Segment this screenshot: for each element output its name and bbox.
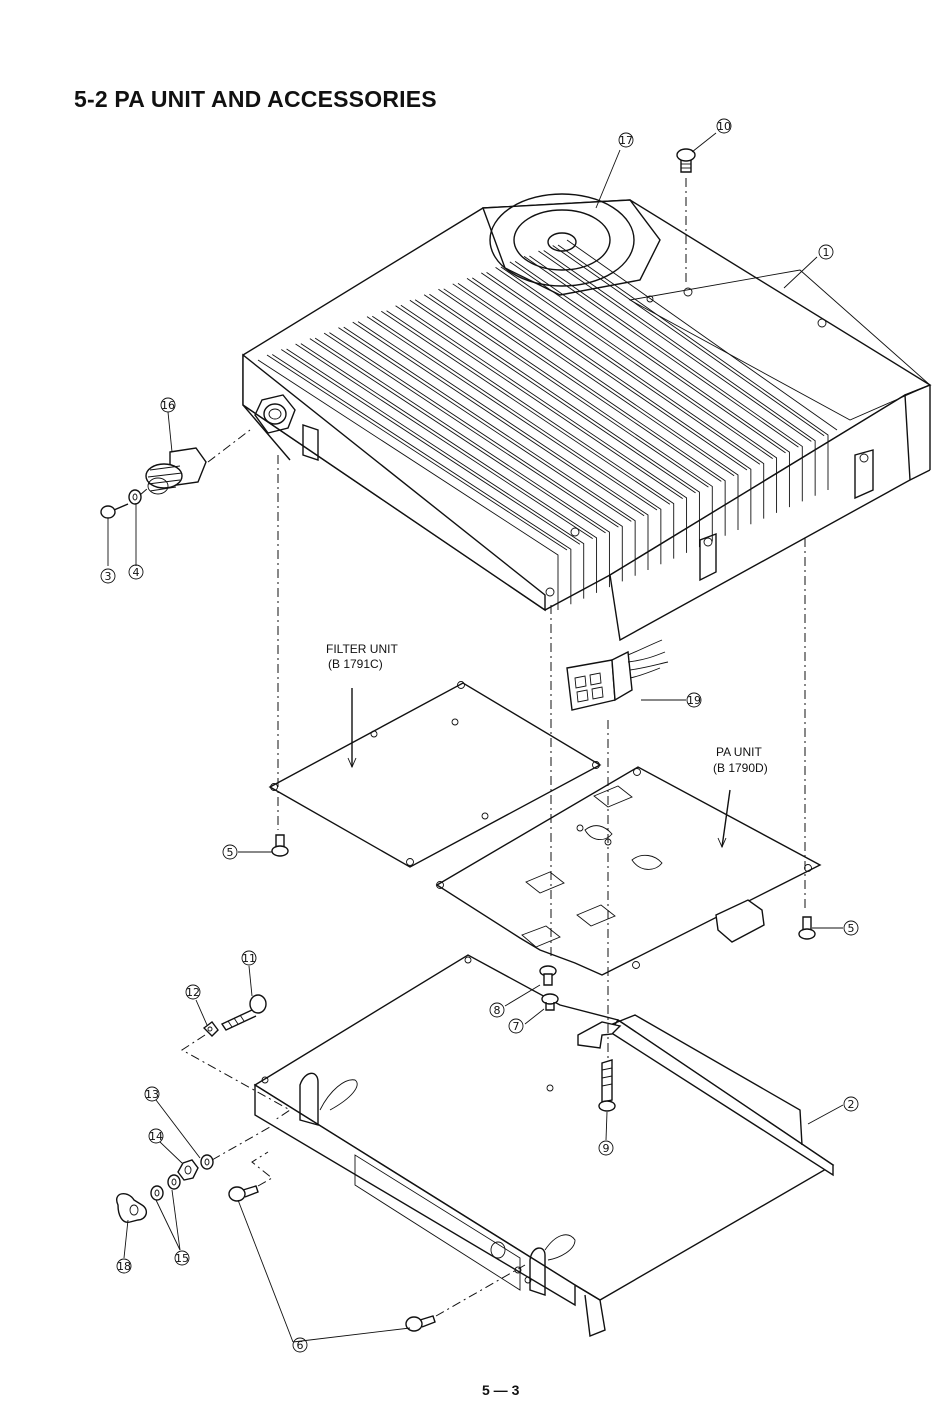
heatsink-fin (429, 288, 722, 542)
callout-text: 9 (603, 1142, 610, 1155)
callout-text: 18 (117, 1260, 131, 1273)
callout-text: 15 (175, 1252, 189, 1265)
callout-group: 17 10 1 16 3 4 5 5 19 11 12 8 7 13 2 14 … (100, 118, 859, 1353)
callout-11: 11 (241, 950, 257, 966)
filter-unit-code: (B 1791C) (328, 657, 383, 671)
callout-text: 17 (619, 134, 633, 147)
callout-13: 13 (144, 1086, 160, 1102)
callout-4: 4 (128, 564, 144, 580)
callout-6: 7 (508, 1018, 524, 1034)
heatsink-fin (257, 354, 568, 610)
callout-15: 15 (174, 1250, 190, 1266)
callout-5-right: 5 (843, 920, 859, 936)
callout-17: 16 (160, 397, 176, 413)
heatsink-fin (272, 349, 581, 605)
screw-10 (676, 148, 696, 173)
filter-unit-board (268, 681, 602, 868)
heatsink-fin (514, 256, 799, 508)
screw-3 (100, 503, 129, 519)
leader-lines (107, 132, 844, 1343)
callout-7: 8 (489, 1002, 505, 1018)
heatsink-fin (543, 245, 825, 496)
callout-text: 16 (161, 399, 175, 412)
assembly-lines (139, 178, 806, 1317)
callout-text: 5 (227, 846, 234, 859)
washer-4 (128, 489, 142, 505)
heatsink-fin (300, 338, 606, 593)
washer-13 (200, 1154, 214, 1170)
heatsink-fin (343, 321, 645, 576)
washers-15 (150, 1174, 181, 1201)
screw-6-7 (539, 965, 559, 1011)
clip-9 (577, 1021, 622, 1112)
callout-text: 10 (717, 120, 731, 133)
heatsink-fin (414, 294, 709, 548)
coax-connector (145, 447, 207, 495)
callout-text: 7 (513, 1020, 520, 1033)
screw-11 (220, 994, 267, 1031)
callout-text: 13 (145, 1088, 159, 1101)
pa-unit-label: PA UNIT (716, 745, 762, 759)
heatsink-fin (386, 305, 683, 559)
heatsink-fin (486, 267, 773, 519)
mounting-bracket (253, 954, 835, 1337)
callout-text: 19 (687, 694, 701, 707)
screws-8 (228, 1185, 436, 1332)
callout-16: 18 (116, 1258, 132, 1274)
screw-5-right (798, 916, 816, 940)
heatsink-fin (557, 239, 838, 490)
heatsink-fin (400, 299, 696, 553)
callout-8: 6 (292, 1337, 308, 1353)
heatsink-fin (372, 310, 671, 565)
callout-text: 3 (105, 570, 112, 583)
pa-unit-board (435, 766, 822, 976)
heatsink-fin (500, 261, 786, 513)
callout-text: 5 (848, 922, 855, 935)
heatsink-fin (472, 272, 761, 525)
pa-chassis (242, 193, 932, 642)
callout-text: 2 (848, 1098, 855, 1111)
page-number: 5 — 3 (482, 1382, 520, 1398)
heatsink-fin (457, 277, 748, 530)
filter-unit-label: FILTER UNIT (326, 642, 398, 656)
screw-5-left (271, 834, 289, 857)
callout-text: 12 (186, 986, 200, 999)
heatsink-fin (286, 343, 593, 599)
callout-18: 17 (618, 132, 634, 148)
callout-text: 4 (133, 566, 140, 579)
callout-12: 12 (185, 984, 201, 1000)
callout-10: 10 (716, 118, 732, 134)
heatsink-fin (443, 283, 735, 536)
heatsink-fin (314, 332, 619, 588)
wing-nut-16 (116, 1193, 148, 1223)
nut-14 (177, 1159, 199, 1181)
callout-9: 9 (598, 1140, 614, 1156)
heatsink-fin (329, 327, 632, 582)
heatsink-fin (529, 250, 812, 502)
callout-3: 3 (100, 568, 116, 584)
callout-text: 11 (242, 952, 256, 965)
pa-unit-code: (B 1790D) (713, 761, 768, 775)
page-title: 5-2 PA UNIT AND ACCESSORIES (74, 86, 437, 112)
harness-connector (566, 639, 669, 711)
callout-text: 1 (823, 246, 830, 259)
callout-2: 2 (843, 1096, 859, 1112)
callout-5-left: 5 (222, 844, 238, 860)
callout-text: 14 (149, 1130, 163, 1143)
callout-1: 1 (818, 244, 834, 260)
callout-19: 19 (686, 692, 702, 708)
callout-text: 6 (297, 1339, 304, 1352)
washer-12 (202, 1021, 219, 1037)
callout-14: 14 (148, 1128, 164, 1144)
callout-text: 8 (494, 1004, 501, 1017)
heatsink-fin (357, 316, 658, 570)
